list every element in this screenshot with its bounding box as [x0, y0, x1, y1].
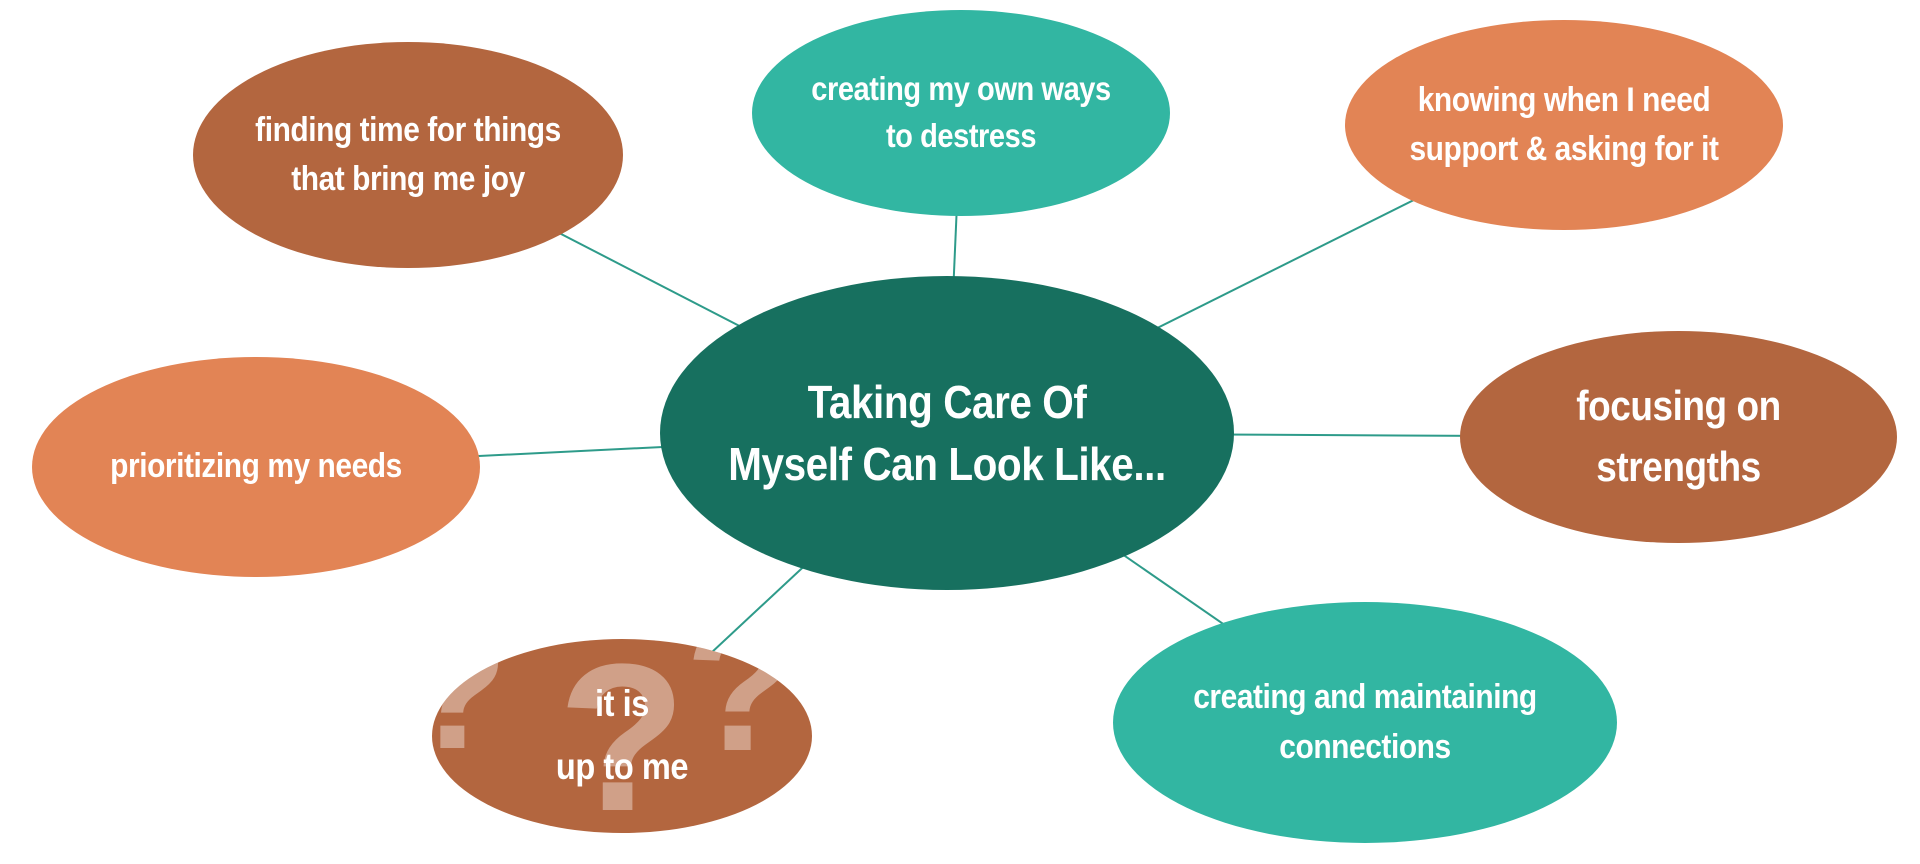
node-up-to-me: ? ? ? it is up to me [432, 639, 812, 833]
node-strengths: focusing on strengths [1460, 331, 1897, 543]
node-label-line: focusing on [1576, 382, 1781, 430]
node-label: it is up to me [455, 673, 789, 799]
node-label-line: strengths [1596, 443, 1761, 490]
node-label: finding time for things that bring me jo… [219, 106, 597, 205]
node-label: creating and maintaining connections [1143, 673, 1587, 772]
node-label: prioritizing my needs [59, 443, 453, 491]
node-label-line: Taking Care Of [807, 375, 1087, 428]
node-label-line: connections [1279, 727, 1451, 766]
node-finding-time: finding time for things that bring me jo… [193, 42, 623, 268]
node-destress: creating my own ways to destress [752, 10, 1170, 216]
node-support: knowing when I need support & asking for… [1345, 20, 1783, 230]
node-label-line: that bring me joy [291, 160, 525, 198]
node-label-line: creating and maintaining [1193, 678, 1537, 717]
node-label: Taking Care Of Myself Can Look Like... [694, 371, 1199, 495]
node-label: focusing on strengths [1486, 376, 1871, 498]
node-label-line: Myself Can Look Like... [728, 438, 1166, 490]
node-label-line: prioritizing my needs [110, 447, 402, 486]
node-label-line: up to me [555, 746, 689, 787]
node-prioritizing: prioritizing my needs [32, 357, 480, 577]
node-label: knowing when I need support & asking for… [1371, 76, 1756, 175]
node-label-line: knowing when I need [1417, 80, 1711, 119]
node-label-line: creating my own ways [811, 70, 1111, 108]
node-connections: creating and maintaining connections [1113, 602, 1617, 843]
node-label-line: it is [595, 683, 649, 725]
node-label: creating my own ways to destress [777, 66, 1145, 160]
node-label-line: to destress [885, 117, 1037, 154]
node-label-line: finding time for things [255, 110, 561, 149]
node-label-line: support & asking for it [1409, 130, 1719, 168]
node-center-taking-care: Taking Care Of Myself Can Look Like... [660, 276, 1234, 590]
